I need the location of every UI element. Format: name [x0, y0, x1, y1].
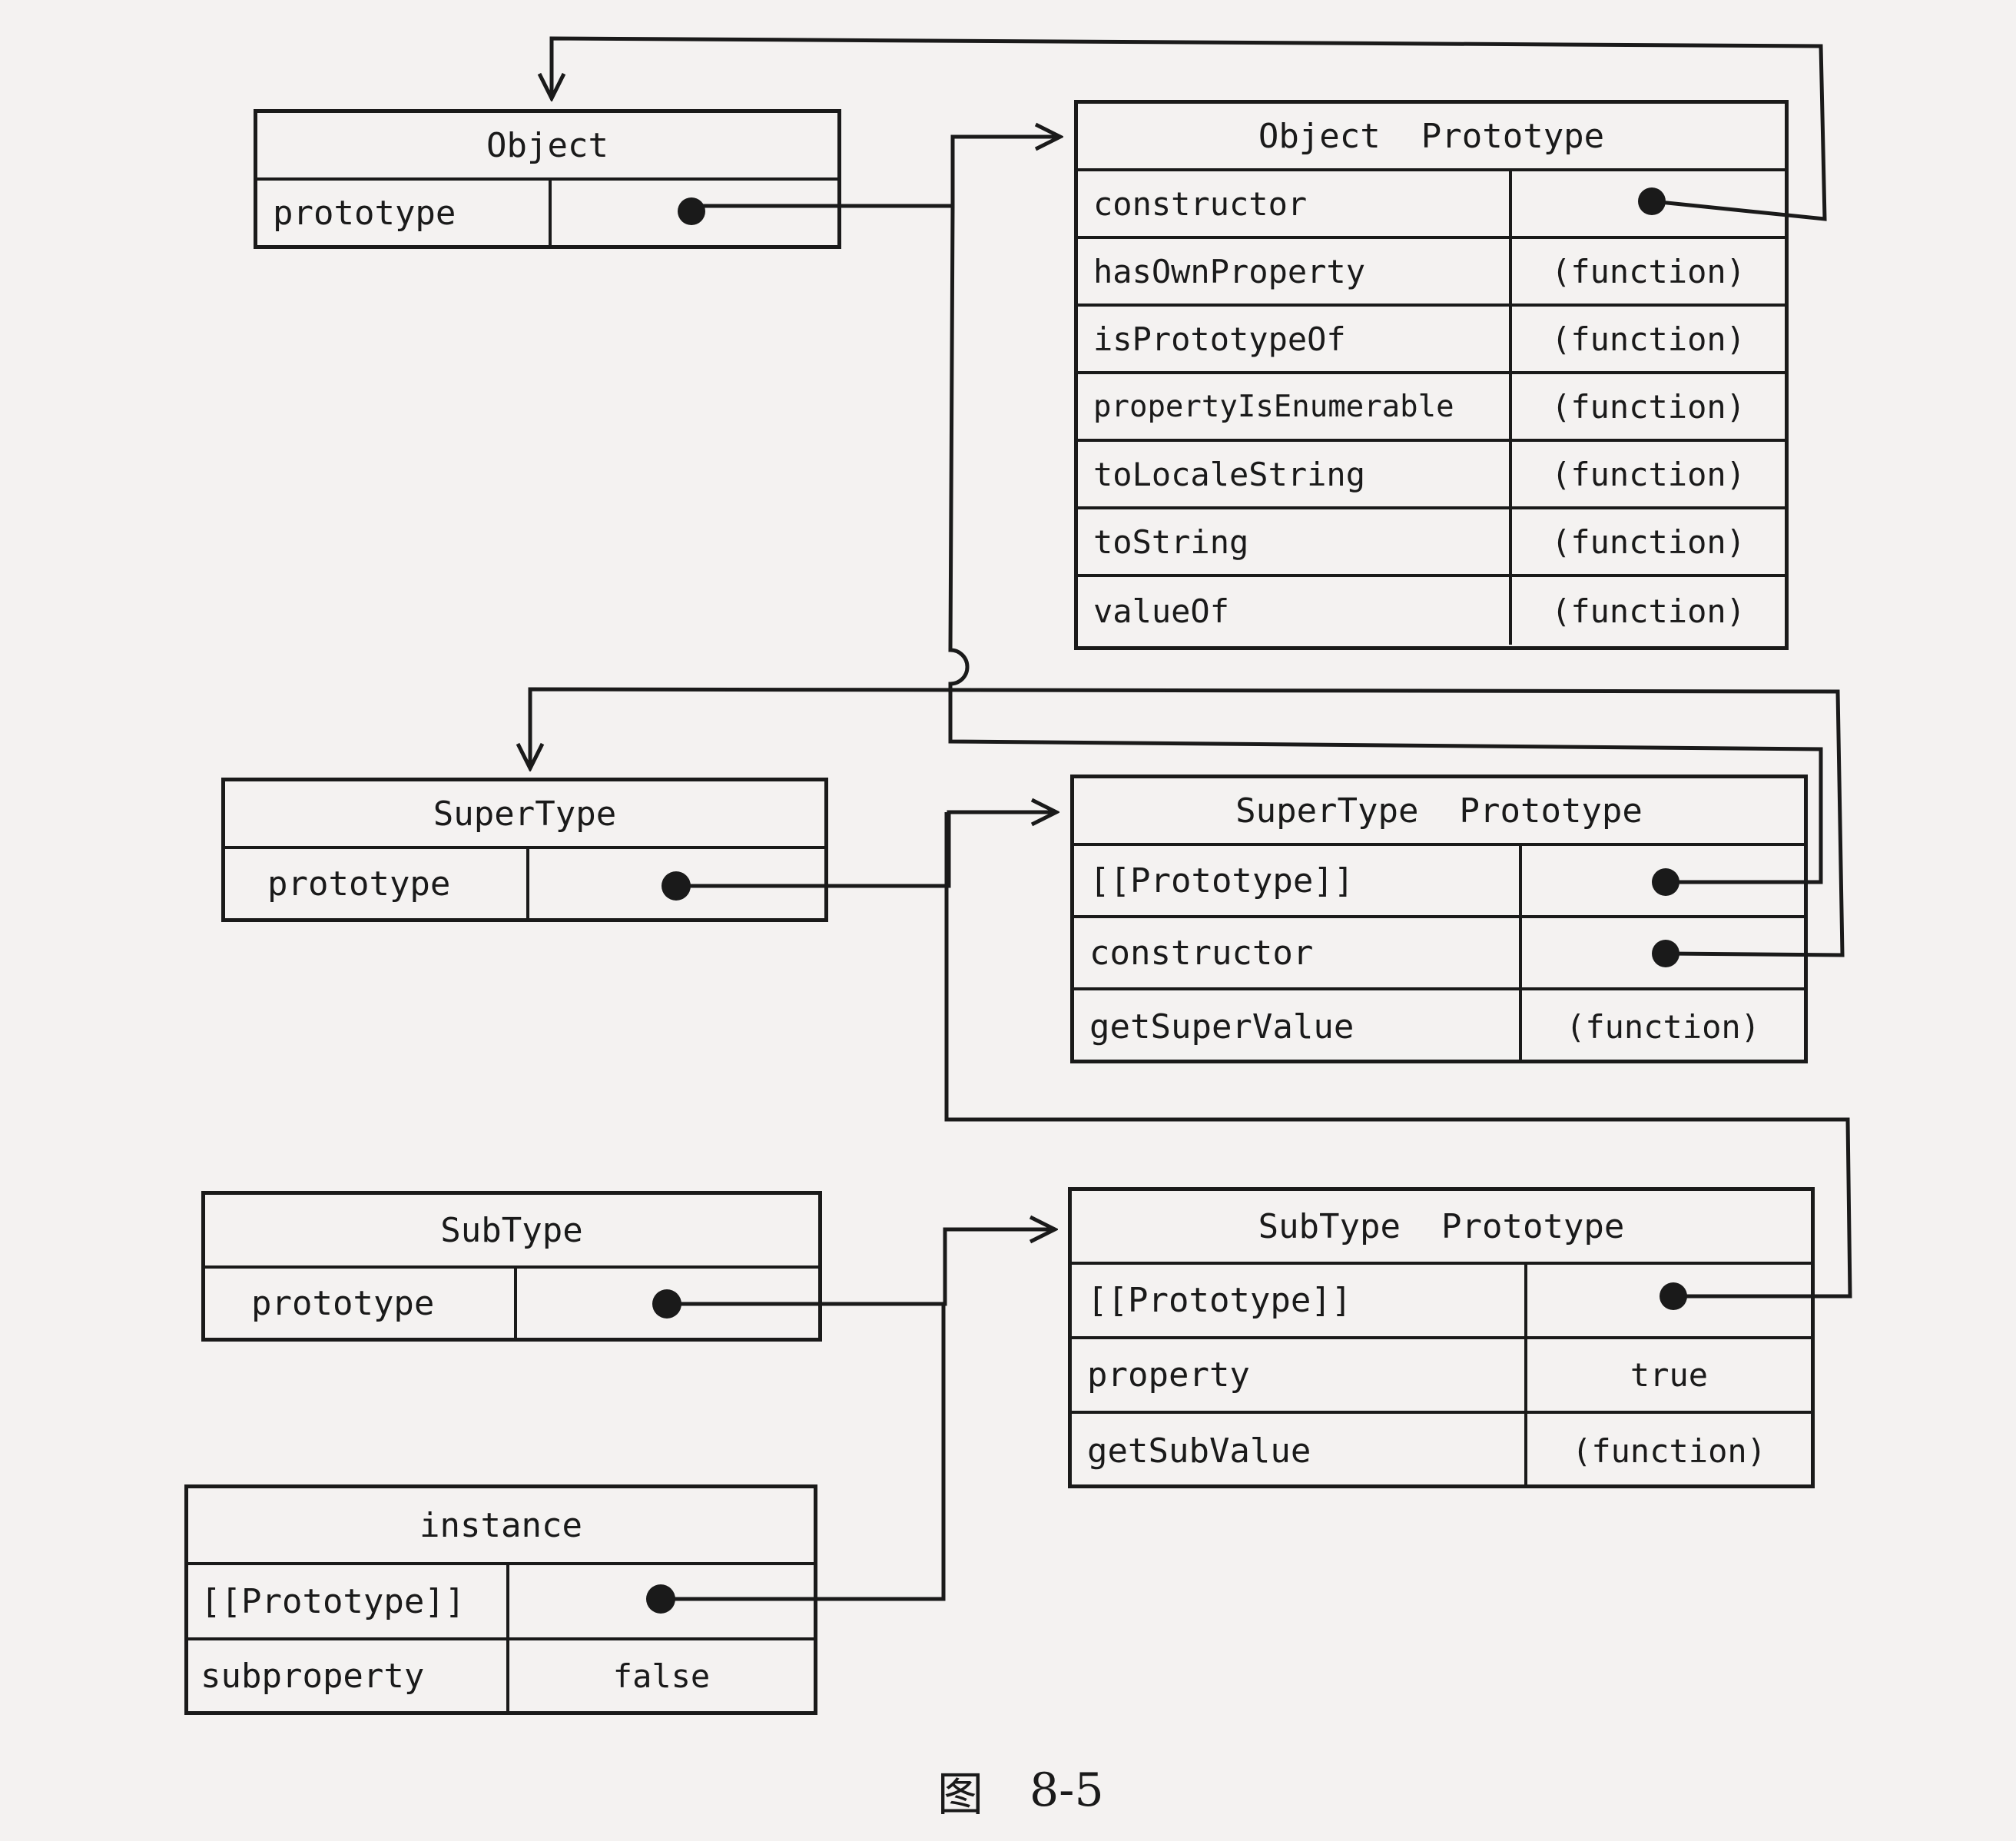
subtype-box: SubType prototype: [201, 1191, 822, 1342]
arrow-supertype-proto-link: [948, 205, 1823, 884]
supertype-prototype-title: SuperType Prototype: [1074, 778, 1804, 846]
instance-box: instance [[Prototype]] subproperty false: [184, 1484, 817, 1715]
object-prototype-row-valueof: valueOf (function): [1078, 577, 1785, 645]
object-prototype-label: prototype: [257, 181, 552, 246]
arrow-object-constructor: [552, 36, 1827, 221]
row-value: (function): [1572, 1432, 1766, 1470]
pointer-dot: [646, 1584, 675, 1614]
row-key: toString: [1078, 509, 1512, 574]
subtype-prototype-row-property: property true: [1072, 1339, 1811, 1414]
row-key: property: [1072, 1339, 1527, 1411]
row-value: (function): [1551, 320, 1746, 358]
instance-row-subproperty: subproperty false: [188, 1640, 814, 1711]
object-prototype-row-tostring: toString (function): [1078, 509, 1785, 577]
object-prototype-title: Object Prototype: [1078, 104, 1785, 171]
subtype-prototype-pointer: [517, 1269, 818, 1338]
supertype-prototype-row-prototype: [[Prototype]]: [1074, 846, 1804, 918]
pointer-dot: [662, 871, 691, 901]
object-prototype-row-propertyisenumerable: propertyIsEnumerable (function): [1078, 374, 1785, 442]
pointer-dot: [1652, 868, 1679, 896]
row-key: propertyIsEnumerable: [1078, 374, 1512, 439]
object-prototype-row-constructor: constructor: [1078, 171, 1785, 239]
row-key: constructor: [1078, 171, 1512, 236]
arrow-subtype-proto-link: [944, 812, 1852, 1299]
pointer-dot: [1660, 1282, 1687, 1310]
row-key: valueOf: [1078, 577, 1512, 645]
row-key: [[Prototype]]: [188, 1565, 509, 1637]
row-value: (function): [1551, 522, 1746, 561]
instance-title: instance: [188, 1488, 814, 1565]
object-prototype-pointer: [552, 181, 837, 246]
row-value: [1522, 846, 1804, 915]
supertype-box: SuperType prototype: [221, 778, 828, 922]
row-value: [1527, 1265, 1811, 1336]
arrow-subtype-prototype: [667, 1229, 1055, 1306]
subtype-prototype-box: SubType Prototype [[Prototype]] property…: [1068, 1187, 1815, 1488]
pointer-dot: [1638, 187, 1666, 215]
object-prototype-row: prototype: [257, 181, 837, 246]
subtype-prototype-row-prototype: [[Prototype]]: [1072, 1265, 1811, 1339]
object-title: Object: [257, 113, 837, 181]
row-value: true: [1630, 1356, 1709, 1394]
supertype-prototype-pointer: [529, 849, 824, 919]
row-key: toLocaleString: [1078, 442, 1512, 506]
figure-number: 8-5: [1030, 1763, 1104, 1817]
row-key: getSubValue: [1072, 1414, 1527, 1488]
row-key: getSuperValue: [1074, 990, 1522, 1063]
row-key: [[Prototype]]: [1072, 1265, 1527, 1336]
arrow-supertype-constructor: [530, 687, 1845, 957]
row-value: [1522, 918, 1804, 987]
pointer-dot: [1652, 940, 1679, 967]
figure-label: 图: [937, 1767, 983, 1822]
row-value: [1512, 171, 1785, 236]
arrow-object-prototype: [691, 137, 1060, 208]
row-value: (function): [1551, 252, 1746, 290]
object-box: Object prototype: [254, 109, 841, 249]
row-key: [[Prototype]]: [1074, 846, 1522, 915]
supertype-title: SuperType: [225, 781, 824, 849]
row-value: [509, 1565, 814, 1637]
subtype-prototype-label: prototype: [205, 1269, 517, 1338]
subtype-title: SubType: [205, 1195, 818, 1269]
row-value: (function): [1551, 592, 1746, 630]
row-value: false: [612, 1657, 711, 1695]
figure-caption: 图 8-5: [937, 1760, 1122, 1822]
arrow-instance-proto-link: [661, 1304, 946, 1601]
row-value: (function): [1566, 1007, 1760, 1046]
pointer-dot: [678, 197, 705, 225]
supertype-prototype-row-getsupervalue: getSuperValue (function): [1074, 990, 1804, 1063]
instance-row-prototype: [[Prototype]]: [188, 1565, 814, 1640]
row-key: hasOwnProperty: [1078, 239, 1512, 304]
object-prototype-box: Object Prototype constructor hasOwnPrope…: [1074, 100, 1789, 650]
row-value: (function): [1551, 387, 1746, 426]
pointer-dot: [652, 1289, 681, 1319]
supertype-prototype-box: SuperType Prototype [[Prototype]] constr…: [1070, 775, 1808, 1063]
object-prototype-row-isprototypeof: isPrototypeOf (function): [1078, 307, 1785, 374]
row-value: (function): [1551, 455, 1746, 493]
object-prototype-row-hasownproperty: hasOwnProperty (function): [1078, 239, 1785, 307]
arrow-supertype-prototype: [676, 812, 1056, 888]
subtype-prototype-row-getsubvalue: getSubValue (function): [1072, 1414, 1811, 1488]
supertype-prototype-row-constructor: constructor: [1074, 918, 1804, 990]
row-key: isPrototypeOf: [1078, 307, 1512, 371]
object-prototype-row-tolocalestring: toLocaleString (function): [1078, 442, 1785, 509]
subtype-prototype-row: prototype: [205, 1269, 818, 1338]
row-key: constructor: [1074, 918, 1522, 987]
row-key: subproperty: [188, 1640, 509, 1711]
supertype-prototype-row: prototype: [225, 849, 824, 919]
supertype-prototype-label: prototype: [225, 849, 529, 919]
subtype-prototype-title: SubType Prototype: [1072, 1191, 1811, 1265]
